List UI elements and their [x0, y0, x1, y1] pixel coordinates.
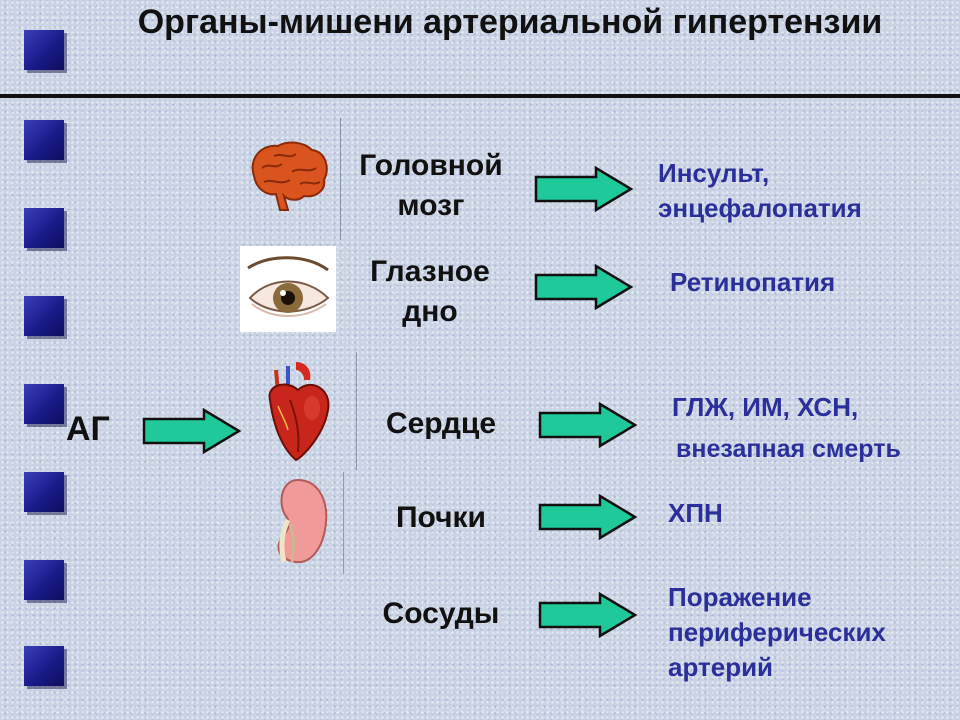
- bullet-square-6: [24, 472, 64, 512]
- divider-line: [343, 472, 344, 574]
- bullet-square-2: [24, 120, 64, 160]
- bullet-square-4: [24, 296, 64, 336]
- eye-icon: [240, 246, 336, 332]
- source-label: АГ: [66, 410, 110, 448]
- organ-label-vessels: Сосуды: [382, 597, 500, 630]
- arrow-icon: [534, 166, 634, 212]
- arrow-icon: [142, 408, 242, 454]
- divider-line: [356, 352, 357, 470]
- effect-text-heart-line2: внезапная смерть: [676, 435, 901, 463]
- divider-line: [340, 118, 341, 240]
- arrow-icon: [538, 402, 638, 448]
- organ-label-eye-fundus: Глазное дно: [370, 255, 490, 328]
- organ-label-kidneys: Почки: [395, 501, 486, 534]
- effect-text-brain: Инсульт, энцефалопатия: [658, 158, 862, 223]
- effect-text-heart-line1: ГЛЖ, ИМ, ХСН,: [672, 392, 859, 422]
- arrow-icon: [534, 264, 634, 310]
- bullet-square-1: [24, 30, 64, 70]
- arrow-icon: [538, 592, 638, 638]
- bullet-square-8: [24, 646, 64, 686]
- arrow-icon: [538, 494, 638, 540]
- effect-text-kidneys: ХПН: [668, 498, 723, 528]
- heart-icon: [268, 362, 330, 462]
- bullet-square-3: [24, 208, 64, 248]
- bullet-square-5: [24, 384, 64, 424]
- brain-icon: [251, 141, 328, 211]
- title-divider: [0, 94, 960, 98]
- page-title: Органы-мишени артериальной гипертензии: [137, 3, 883, 41]
- bullet-square-7: [24, 560, 64, 600]
- organ-label-heart: Сердце: [385, 407, 497, 440]
- effect-text-vessels: Поражение периферических артерий: [668, 582, 886, 682]
- organ-label-brain: Головной мозг: [359, 149, 503, 222]
- effect-text-eye: Ретинопатия: [670, 267, 836, 297]
- kidney-icon: [277, 478, 328, 564]
